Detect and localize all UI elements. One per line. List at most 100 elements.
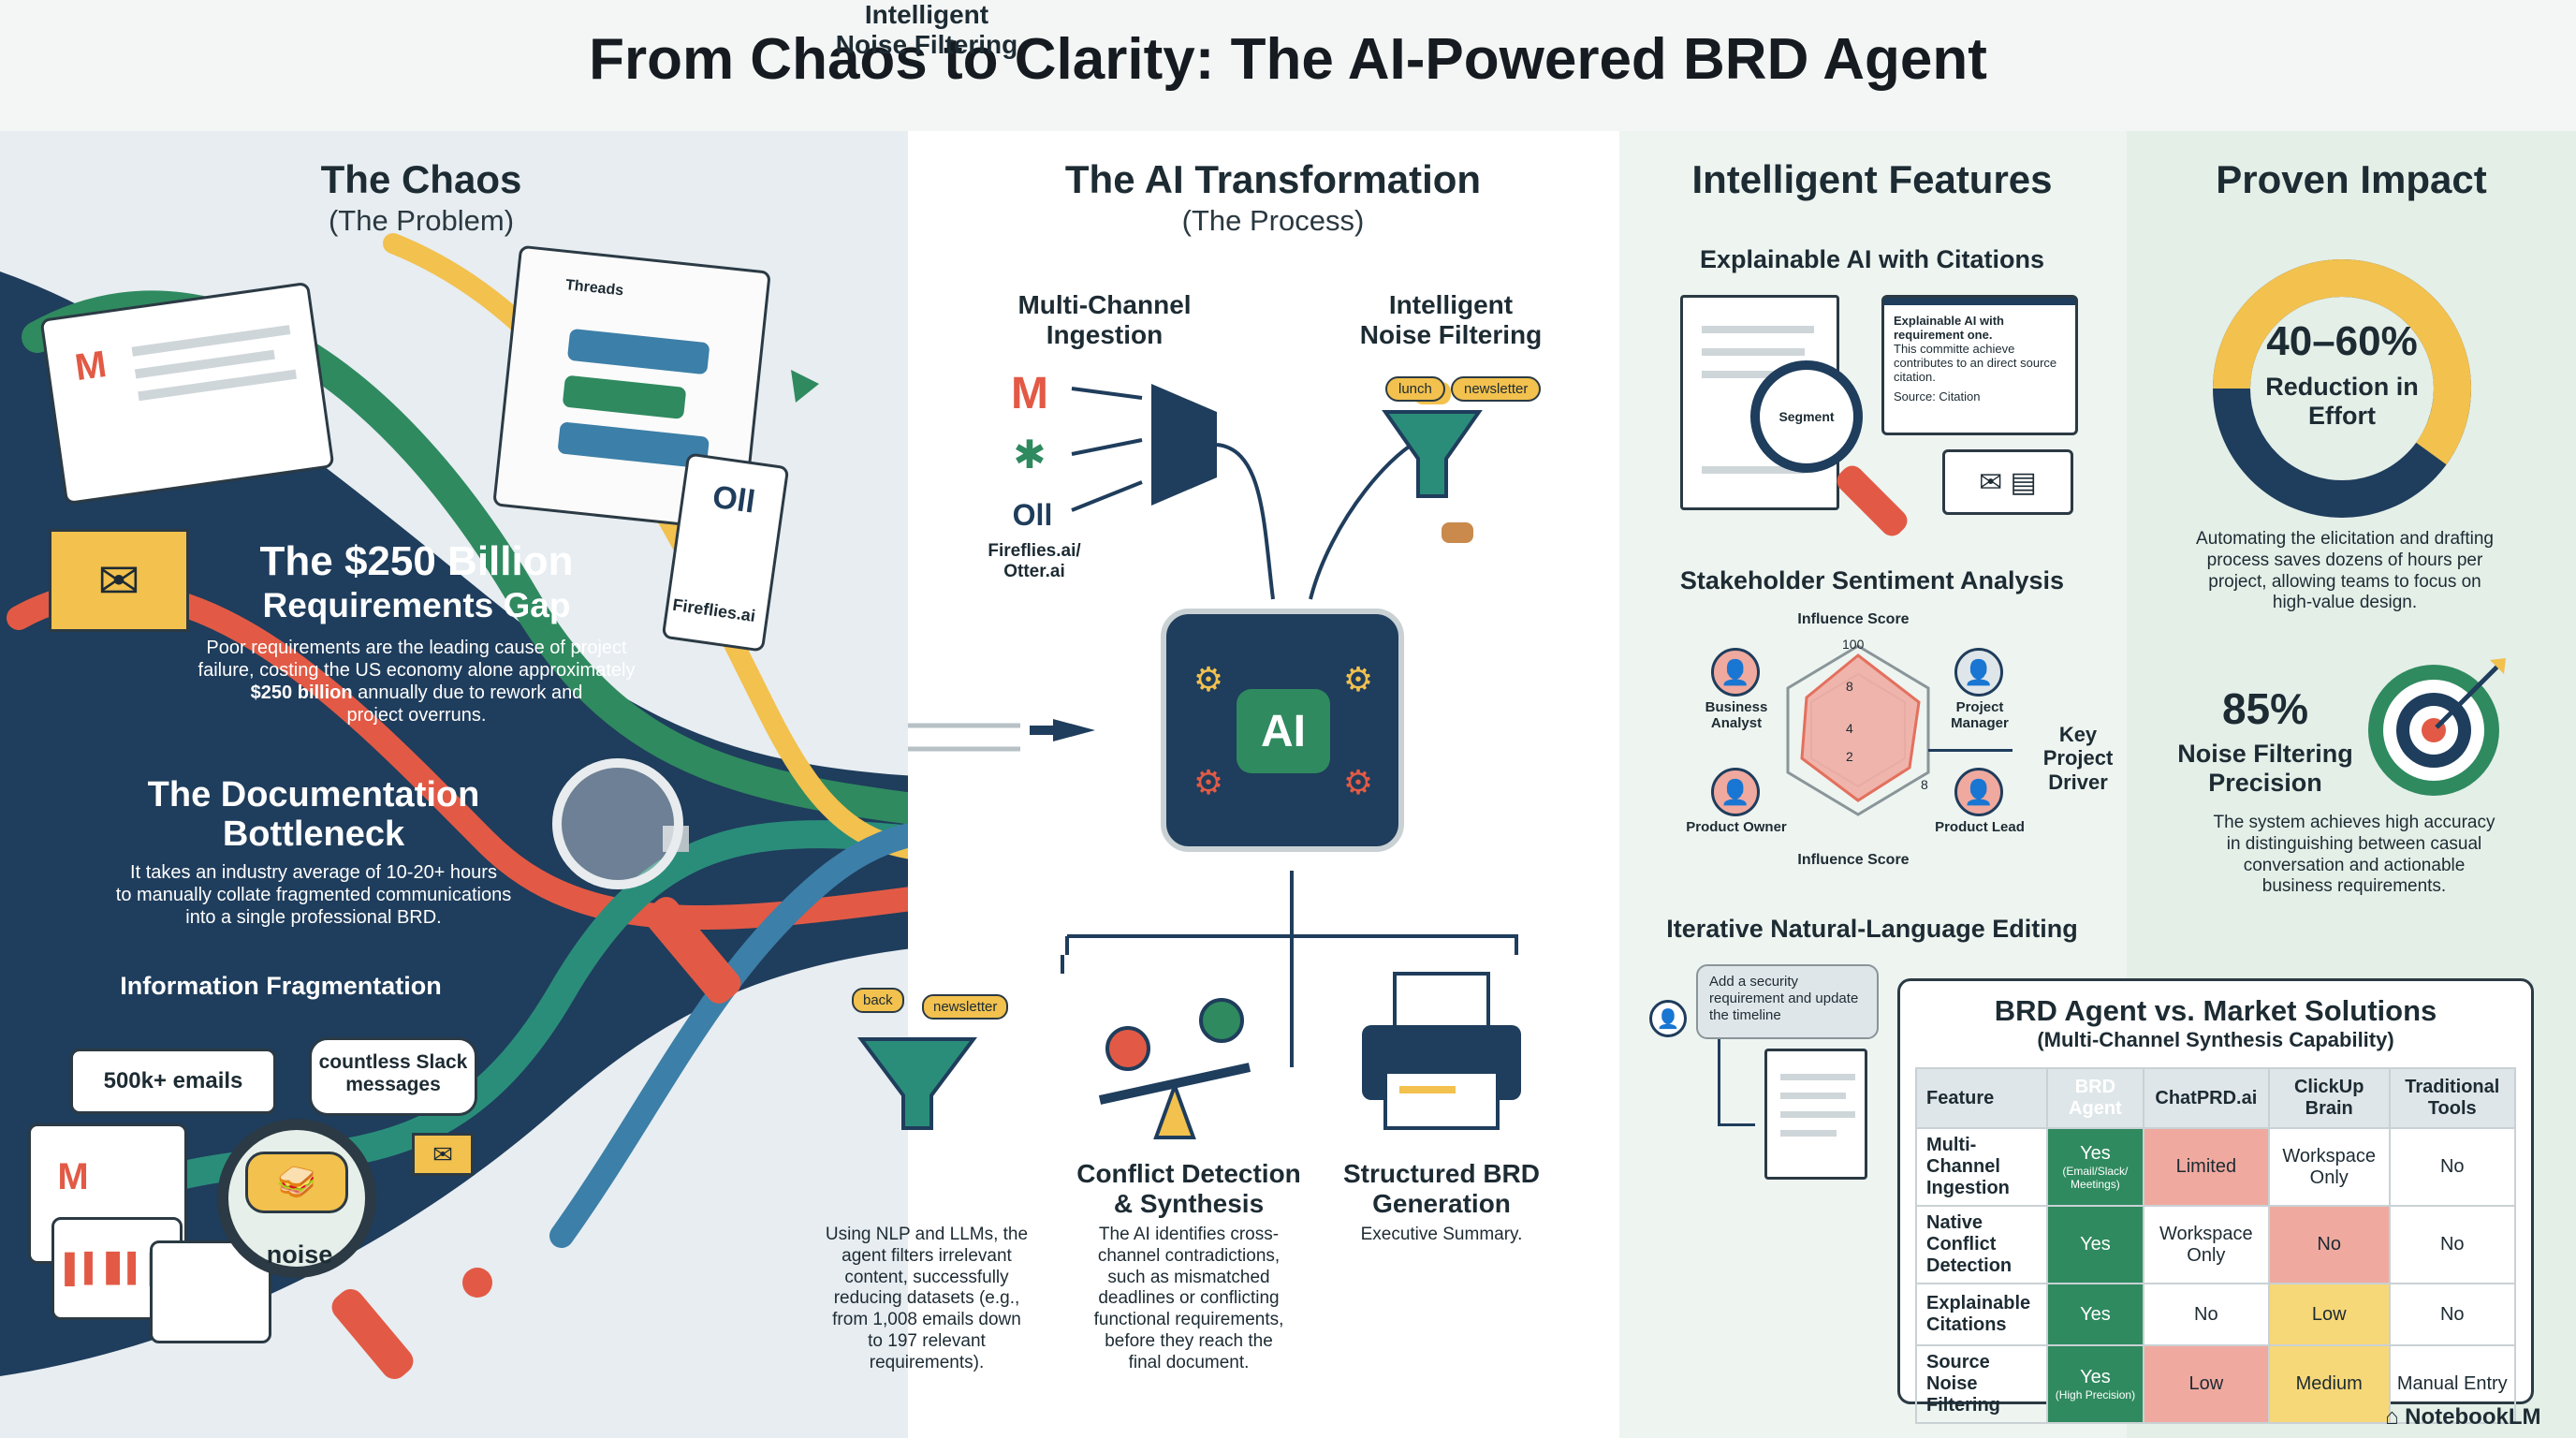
double-arrow-icon bbox=[1928, 749, 2012, 752]
process-connectors bbox=[908, 382, 1518, 1067]
effort-donut-chart bbox=[2213, 259, 2471, 518]
comparison-subtitle: (Multi-Channel Synthesis Capability) bbox=[2037, 1028, 2394, 1051]
seesaw-conflict-icon bbox=[1098, 998, 1251, 1139]
person-icon: 👤 bbox=[1711, 648, 1760, 697]
scale-4: 4 bbox=[1846, 721, 1853, 736]
xai-title: Explainable AI with Citations bbox=[1699, 245, 2045, 273]
notebooklm-brand: ⌂ NotebookLM bbox=[2385, 1404, 2541, 1430]
scale-100: 100 bbox=[1842, 637, 1865, 652]
role-product-lead: Product Lead bbox=[1935, 819, 2025, 835]
gear-icon: ⚙ bbox=[1342, 763, 1374, 801]
target-icon bbox=[2368, 658, 2506, 796]
gap-title-1: The $250 Billion bbox=[259, 538, 574, 584]
notebooklm-logo-icon: ⌂ bbox=[2385, 1404, 2406, 1430]
gear-icon: ⚙ bbox=[1193, 763, 1224, 801]
gmail-icon: M bbox=[1011, 368, 1048, 418]
chaos-subheading: (The Problem) bbox=[328, 204, 515, 237]
table-row: Multi-Channel Ingestion Yes(Email/Slack/… bbox=[1915, 1127, 2517, 1207]
person-icon: 👤 bbox=[1954, 768, 2003, 816]
gmail-icon: M bbox=[57, 1155, 89, 1197]
tag-back: back bbox=[852, 988, 904, 1013]
step2-text: The AI identifies cross-channel contradi… bbox=[1093, 1225, 1284, 1372]
source-label: Fireflies.ai/Otter.ai bbox=[988, 541, 1081, 581]
ai-label: AI bbox=[1237, 689, 1330, 773]
comparison-table: Feature BRD Agent ChatPRD.ai ClickUp Bra… bbox=[1915, 1067, 2517, 1424]
slack-icon: ✱ bbox=[1013, 432, 1046, 477]
step2-title: Conflict Detection& Synthesis bbox=[1076, 1159, 1301, 1218]
stat2-value: 85% bbox=[2221, 684, 2309, 733]
influence-top: Influence Score bbox=[1797, 611, 1910, 627]
gap-title-2: Requirements Gap bbox=[262, 586, 571, 624]
table-row: Explainable Citations Yes No Low No bbox=[1915, 1283, 2517, 1346]
user-icon: 👤 bbox=[1649, 1000, 1687, 1037]
comparison-card: BRD Agent vs. Market Solutions (Multi-Ch… bbox=[1897, 978, 2534, 1424]
influence-bottom: Influence Score bbox=[1797, 852, 1910, 868]
otter-icon: Oll bbox=[1012, 497, 1053, 532]
editing-title: Iterative Natural-Language Editing bbox=[1666, 915, 2078, 943]
emails-box: 500k+ emails bbox=[70, 1049, 276, 1114]
table-cell: Yes(Email/Slack/ Meetings) bbox=[2046, 1127, 2144, 1207]
role-business-analyst: Business Analyst bbox=[1705, 699, 1768, 731]
scale-8: 8 bbox=[1846, 679, 1853, 694]
gmail-icon: M bbox=[72, 343, 110, 389]
radar-chart bbox=[1786, 644, 1930, 816]
sandwich-icon: 🥪 bbox=[245, 1152, 348, 1213]
scale-r: 8 bbox=[1921, 777, 1928, 792]
bottleneck-title-2: Bottleneck bbox=[222, 814, 405, 854]
comparison-title: BRD Agent vs. Market Solutions bbox=[1994, 994, 2437, 1027]
tag-newsletter: newsletter bbox=[922, 994, 1009, 1020]
envelope-icon: ✉ bbox=[412, 1133, 474, 1176]
filter-funnel-icon bbox=[857, 1037, 977, 1130]
ai-chip: AI ⚙ ⚙ ⚙ ⚙ bbox=[1161, 609, 1404, 852]
col-clickup: ClickUp Brain bbox=[2267, 1067, 2391, 1129]
email-to-doc-icon: ✉ ▤ bbox=[1942, 449, 2073, 515]
gear-icon: ⚙ bbox=[1342, 660, 1374, 698]
gap-text: Poor requirements are the leading cause … bbox=[198, 638, 636, 726]
features-heading: Intelligent Features bbox=[1691, 157, 2053, 201]
table-row: Native Conflict Detection Yes Workspace … bbox=[1915, 1205, 2517, 1284]
magnifier-icon: Segment bbox=[1750, 360, 1863, 473]
bottleneck-title-1: The Documentation bbox=[147, 775, 480, 814]
process-subheading: (The Process) bbox=[1181, 204, 1365, 237]
table-cell: Yes(High Precision) bbox=[2046, 1344, 2144, 1424]
col-feature: Feature bbox=[1915, 1067, 2048, 1129]
bottleneck-text: It takes an industry average of 10-20+ h… bbox=[115, 862, 512, 928]
fireflies-logo-icon: Oll bbox=[710, 478, 758, 521]
tag-lunch: lunch bbox=[1385, 376, 1445, 402]
document-icon bbox=[1764, 1049, 1867, 1180]
gear-icon: ⚙ bbox=[1193, 660, 1224, 698]
step3-text: Executive Summary. bbox=[1360, 1225, 1523, 1244]
threads-label: Threads bbox=[564, 277, 624, 300]
person-icon: 👤 bbox=[1954, 648, 2003, 697]
col-brd-agent: BRD Agent bbox=[2046, 1067, 2144, 1129]
col-traditional: Traditional Tools bbox=[2388, 1067, 2517, 1129]
envelope-icon: ✉ bbox=[49, 529, 189, 632]
magnifier-icon bbox=[552, 758, 683, 889]
table-row: Source Noise Filtering Yes(High Precisio… bbox=[1915, 1344, 2517, 1424]
role-project-manager: Project Manager bbox=[1951, 699, 2009, 731]
col-chatprd: ChatPRD.ai bbox=[2142, 1067, 2270, 1129]
role-product-owner: Product Owner bbox=[1686, 819, 1787, 835]
email-window-card: M bbox=[39, 281, 335, 506]
scale-2: 2 bbox=[1846, 749, 1853, 764]
citation-popup: Explainable AI with requirement one. Thi… bbox=[1881, 295, 2078, 435]
process-heading: The AI Transformation bbox=[1064, 157, 1482, 201]
sentiment-title: Stakeholder Sentiment Analysis bbox=[1679, 566, 2065, 594]
fragmentation-title: Information Fragmentation bbox=[120, 972, 442, 1000]
impact-heading: Proven Impact bbox=[2216, 157, 2487, 201]
person-icon: 👤 bbox=[1711, 768, 1760, 816]
fireflies-label: Fireflies.ai bbox=[671, 594, 757, 626]
chaos-heading: The Chaos bbox=[320, 157, 522, 201]
page-title: From Chaos to Clarity: The AI-Powered BR… bbox=[589, 27, 1987, 92]
noise-label: noise bbox=[266, 1240, 333, 1269]
